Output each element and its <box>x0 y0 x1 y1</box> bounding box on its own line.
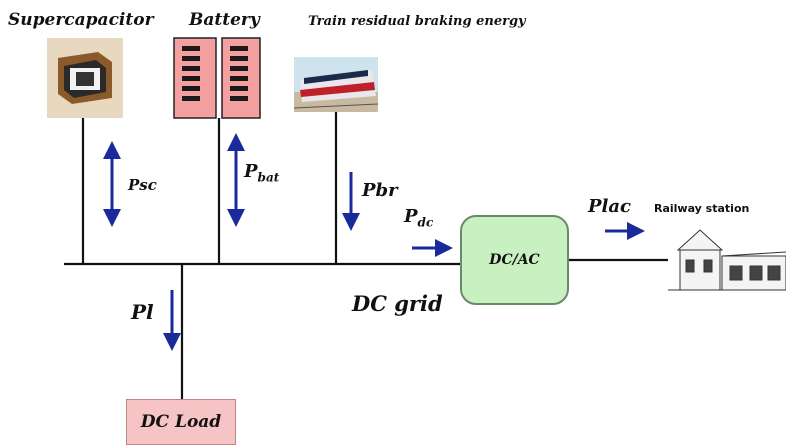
pbr-label: Pbr <box>362 180 398 201</box>
supercapacitor-label: Supercapacitor <box>8 10 154 30</box>
pl-label: Pl <box>131 300 154 324</box>
train-label: Train residual braking energy <box>308 14 526 29</box>
train-image <box>294 57 378 112</box>
dc-load-label: DC Load <box>141 412 221 432</box>
battery-image <box>174 38 260 118</box>
plac-label: Plac <box>588 196 631 217</box>
railway-station-image <box>668 230 786 290</box>
dc-ac-converter-label: DC/AC <box>489 252 539 268</box>
supercapacitor-image <box>47 38 123 118</box>
dc-grid-label: DC grid <box>352 291 443 316</box>
battery-label: Battery <box>189 10 260 30</box>
pdc-label: Pdc <box>404 206 433 230</box>
railway-station-label: Railway station <box>654 202 749 215</box>
dc-load-box: DC Load <box>126 399 236 445</box>
dc-ac-converter-box: DC/AC <box>460 215 569 305</box>
psc-label: Psc <box>128 176 157 194</box>
dc-bus-wiring <box>64 112 668 399</box>
pbat-label: Pbat <box>244 161 279 185</box>
